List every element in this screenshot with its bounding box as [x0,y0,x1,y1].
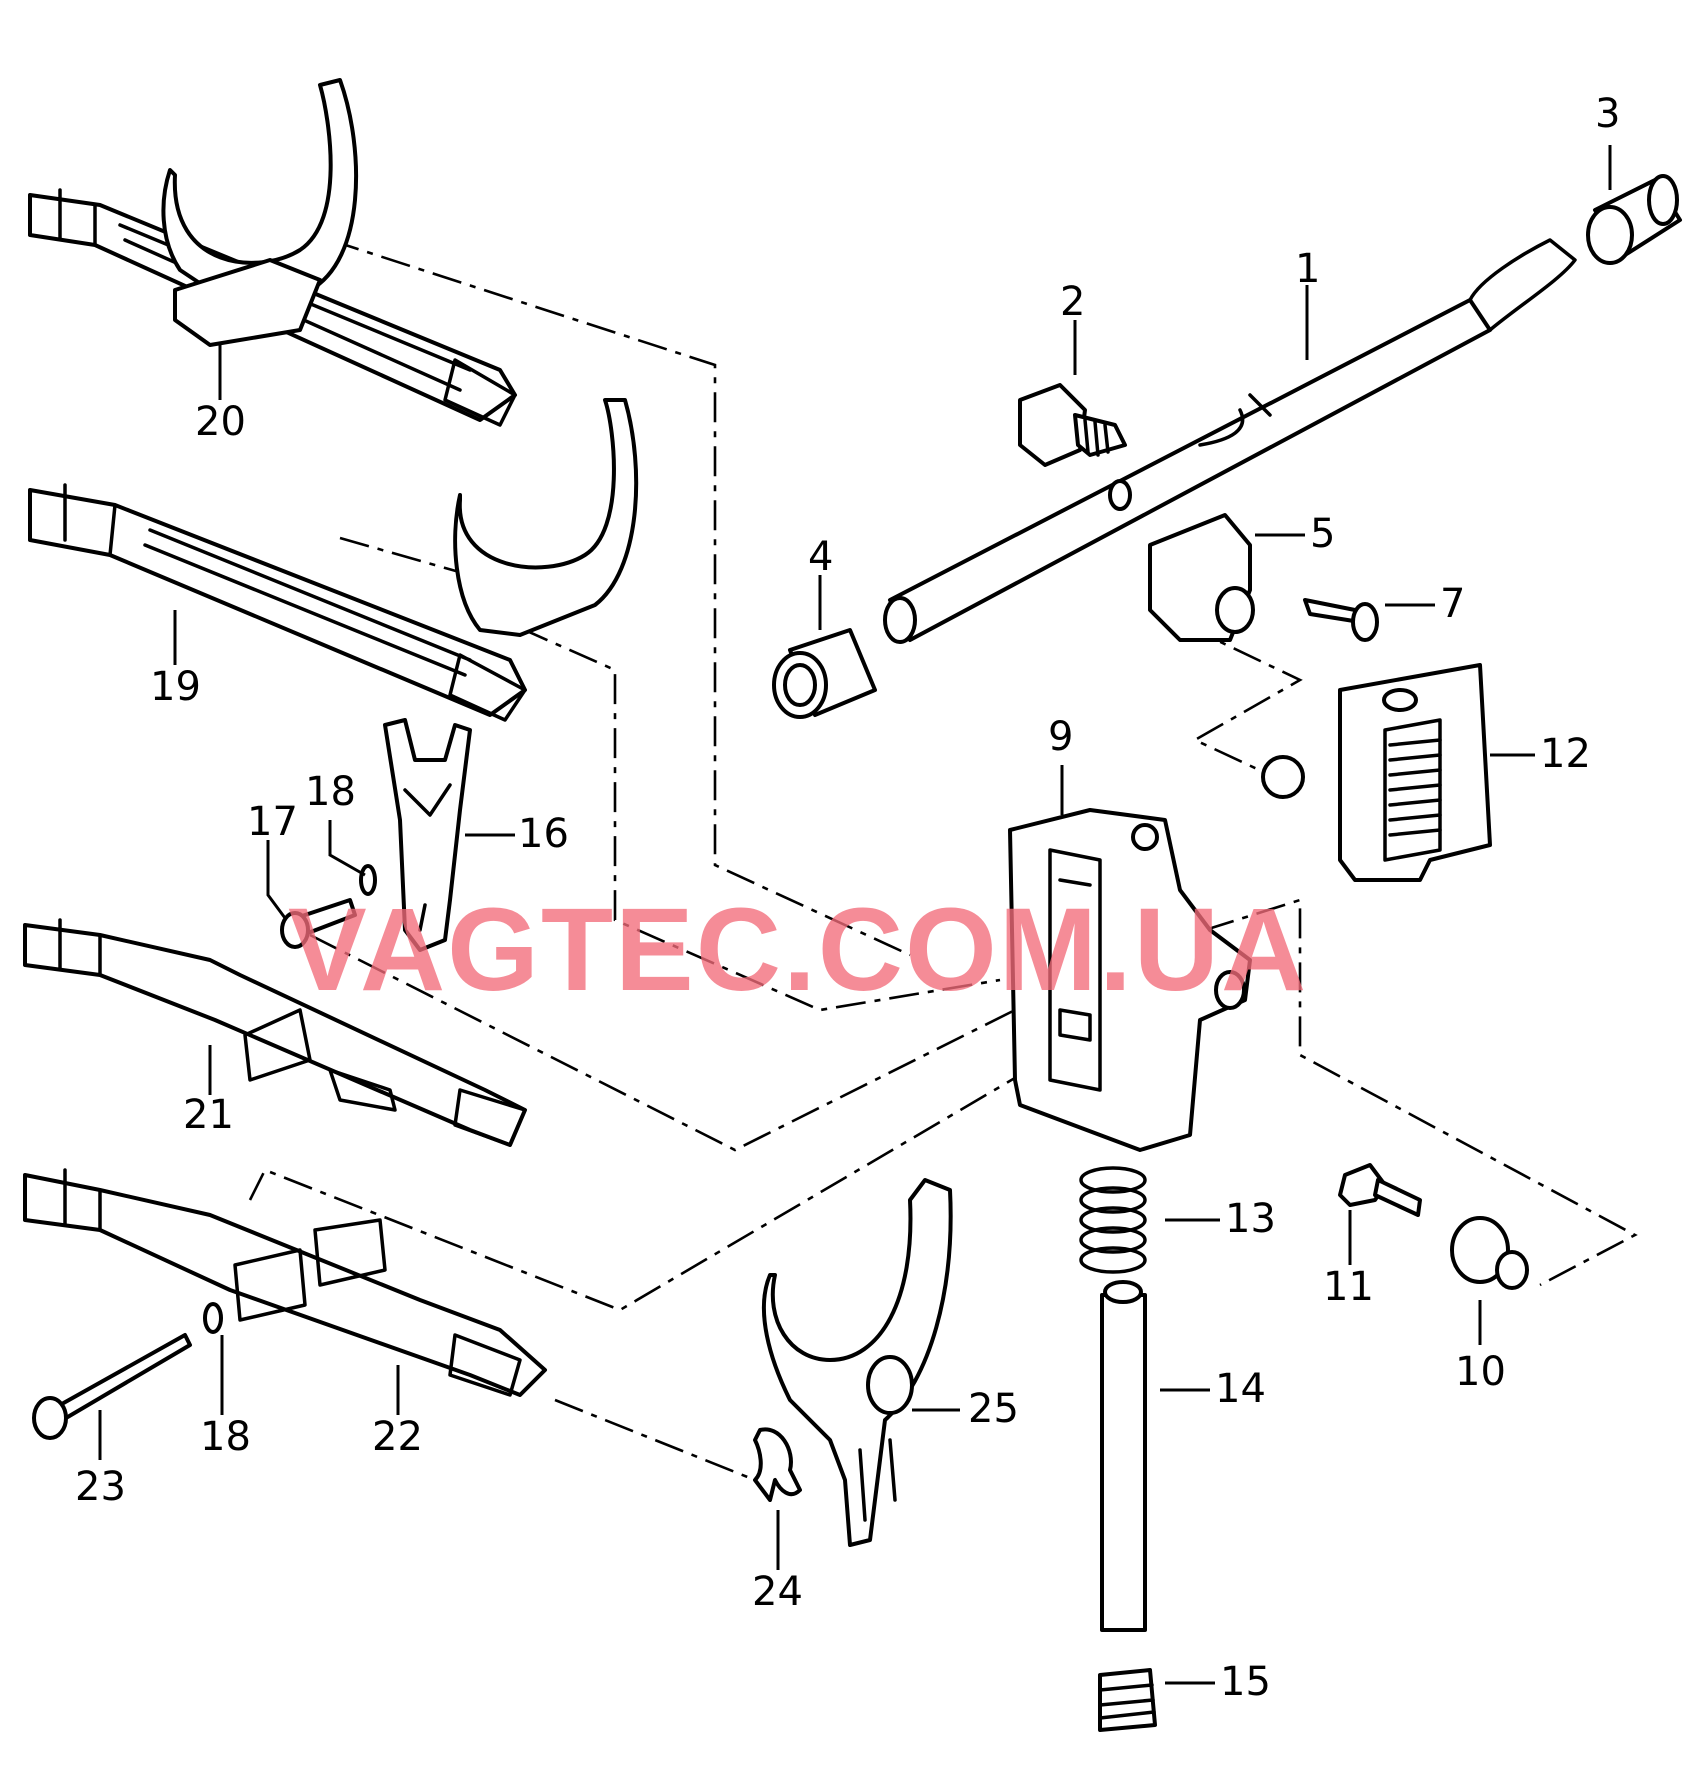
cap-3 [1586,174,1682,265]
callout-18-lower: 18 [200,1414,251,1460]
callout-20: 20 [195,399,246,445]
spring-13 [1079,1166,1147,1274]
callout-17: 17 [247,799,298,845]
callout-4: 4 [808,534,833,580]
bushing-10 [1450,1216,1529,1290]
callout-9: 9 [1048,714,1073,760]
leader-lines [98,145,1612,1685]
bolt-11 [1338,1163,1422,1217]
shift-rail-22 [23,1168,547,1397]
callout-16: 16 [518,811,569,857]
callout-21: 21 [183,1092,234,1138]
watermark: VAGTEC.COM.UA [288,884,1308,1016]
callout-7: 7 [1440,581,1465,627]
bushing-4 [772,628,877,719]
bolt-23-and-clip-18 [32,1302,223,1440]
shift-rail-21 [23,918,527,1147]
callout-25: 25 [968,1386,1019,1432]
selector-shaft-1 [883,238,1577,644]
callout-12: 12 [1540,731,1591,777]
shift-rail-fork-19 [28,398,639,722]
callout-3: 3 [1595,91,1620,137]
shift-fork-16 [383,718,472,952]
callout-15: 15 [1220,1659,1271,1705]
callout-5: 5 [1310,511,1335,557]
pin-14 [1100,1280,1147,1632]
callout-2: 2 [1060,279,1085,325]
callout-13: 13 [1225,1196,1276,1242]
callout-19: 19 [150,664,201,710]
clip-24 [753,1427,802,1502]
spring-bracket-12 [1261,663,1492,882]
selector-housing-9 [1008,808,1252,1152]
callout-1: 1 [1295,246,1320,292]
callout-23: 23 [75,1464,126,1510]
plug-screw-2 [1018,383,1127,467]
callout-10: 10 [1455,1349,1506,1395]
callout-labels: 1 2 3 4 5 7 9 10 11 12 13 14 15 16 17 18… [75,91,1620,1705]
callout-24: 24 [752,1569,803,1615]
callout-18-upper: 18 [305,769,356,815]
shift-rail-fork-20 [28,78,517,427]
callout-11: 11 [1323,1264,1374,1310]
callout-14: 14 [1215,1366,1266,1412]
callout-22: 22 [372,1414,423,1460]
lever-5 [1148,513,1255,642]
plug-15 [1098,1668,1157,1732]
shift-fork-25 [761,1178,953,1547]
bolt-7 [1303,598,1379,642]
assembly-lines [248,238,1638,1480]
